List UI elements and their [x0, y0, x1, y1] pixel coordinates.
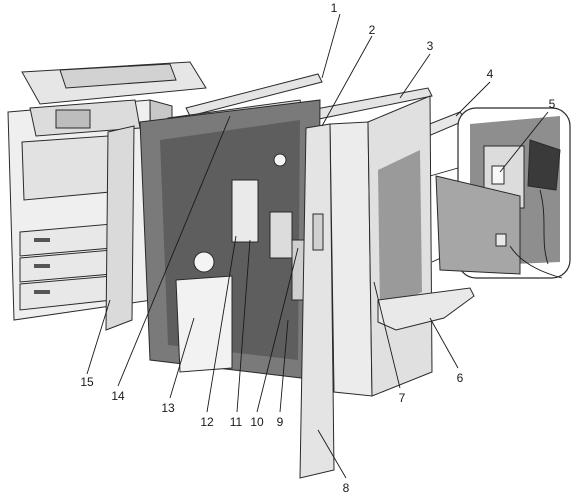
copier-main-body — [7, 61, 207, 331]
punch-waste-box — [175, 275, 233, 373]
callout-1: 1 — [331, 1, 338, 15]
callout-3: 3 — [427, 39, 434, 53]
callout-8: 8 — [343, 481, 350, 495]
callout-11: 11 — [230, 415, 243, 429]
callout-13: 13 — [161, 401, 175, 415]
finisher-right-cabinet — [299, 95, 433, 479]
callout-6: 6 — [457, 371, 464, 385]
callout-5: 5 — [549, 97, 556, 111]
callout-labels: 1 2 3 4 5 6 7 8 9 10 11 12 13 14 15 — [80, 1, 555, 495]
callout-12: 12 — [200, 415, 214, 429]
output-tray — [377, 287, 475, 331]
leader-lines — [86, 13, 549, 479]
callout-2: 2 — [369, 23, 376, 37]
lower-side-panel — [435, 175, 563, 279]
callout-7: 7 — [399, 391, 406, 405]
callout-10: 10 — [250, 415, 264, 429]
callout-9: 9 — [277, 415, 284, 429]
callout-15: 15 — [80, 375, 94, 389]
callout-14: 14 — [111, 389, 125, 403]
callout-4: 4 — [487, 67, 494, 81]
